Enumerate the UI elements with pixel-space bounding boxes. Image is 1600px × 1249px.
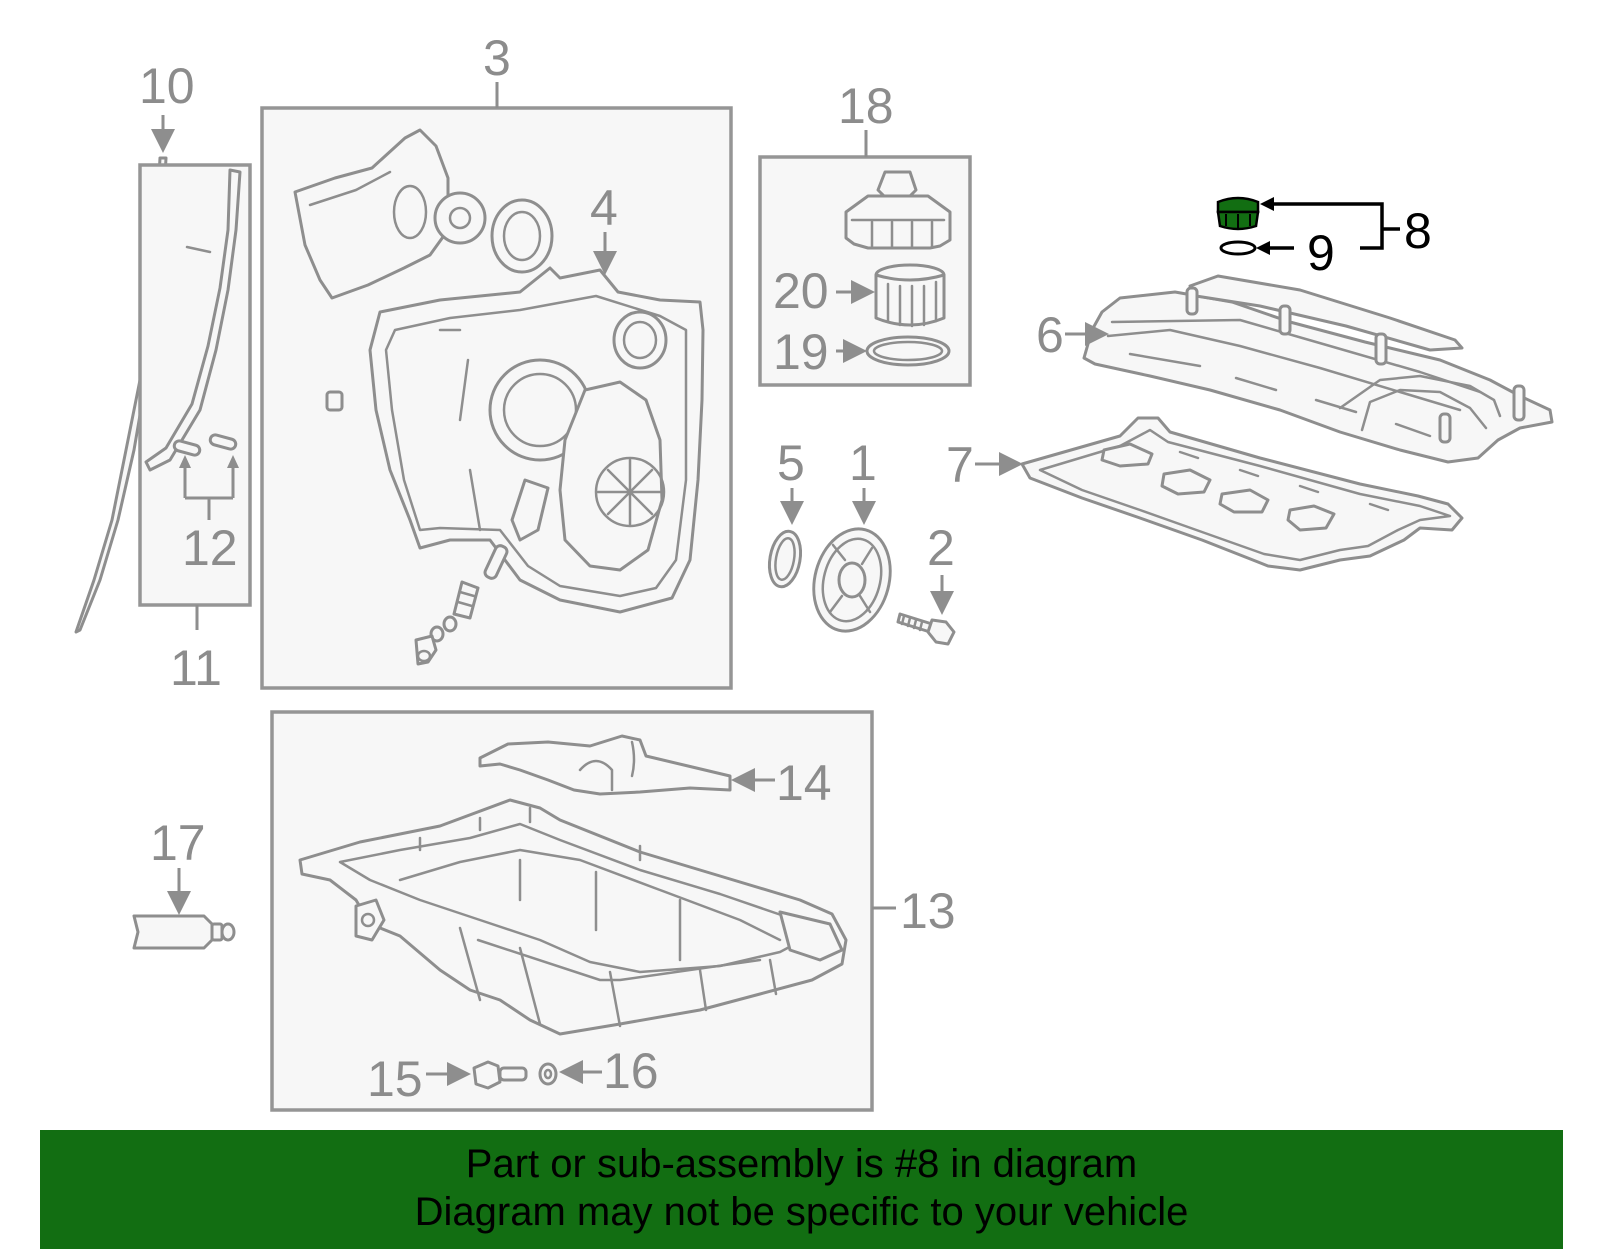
oil-filler-cap-part-8[interactable] xyxy=(1216,196,1260,231)
filler-cap-seal-part-9 xyxy=(1219,240,1257,256)
callout-15: 15 xyxy=(367,1051,423,1107)
callout-13: 13 xyxy=(900,883,956,939)
valve-cover-gasket-part-7 xyxy=(1020,416,1464,572)
callout-2: 2 xyxy=(927,520,955,576)
valve-cover-part-6 xyxy=(1082,274,1554,464)
callout-19: 19 xyxy=(773,324,829,380)
banner-line-2: Diagram may not be specific to your vehi… xyxy=(414,1190,1189,1234)
drain-plug-part-15 xyxy=(472,1060,528,1090)
callout-6: 6 xyxy=(1036,307,1064,363)
callout-20: 20 xyxy=(773,263,829,319)
callout-5: 5 xyxy=(777,435,805,491)
dipstick-tube-part-11 xyxy=(144,168,242,472)
oil-pan-part-13 xyxy=(298,798,848,1036)
callout-14: 14 xyxy=(776,755,832,811)
callout-17: 17 xyxy=(150,815,206,871)
callout-8: 8 xyxy=(1404,203,1432,259)
callout-7: 7 xyxy=(946,437,974,493)
pulley-part-1 xyxy=(812,527,892,633)
callout-1: 1 xyxy=(849,435,877,491)
timing-cover-part-3 xyxy=(293,128,705,666)
oil-filter-seal-part-19 xyxy=(865,335,951,367)
callout-3: 3 xyxy=(483,30,511,86)
callout-12: 12 xyxy=(182,520,238,576)
info-banner: Part or sub-assembly is #8 in diagram Di… xyxy=(40,1130,1563,1249)
sealant-tube-part-17 xyxy=(132,914,236,950)
callout-18: 18 xyxy=(838,78,894,134)
callout-16: 16 xyxy=(603,1043,659,1099)
callout-4: 4 xyxy=(590,180,618,236)
callout-10: 10 xyxy=(139,58,195,114)
oil-filter-element-part-20 xyxy=(874,263,946,328)
bolt-part-2 xyxy=(896,612,956,646)
callout-9: 9 xyxy=(1307,225,1335,281)
drain-plug-washer-part-16 xyxy=(538,1062,558,1086)
callout-11: 11 xyxy=(170,640,222,696)
oil-filter-cap-part-18 xyxy=(844,170,952,250)
o-ring-part-5 xyxy=(767,529,803,589)
oil-pan-baffle-part-14 xyxy=(478,734,732,796)
banner-line-1: Part or sub-assembly is #8 in diagram xyxy=(465,1142,1138,1186)
